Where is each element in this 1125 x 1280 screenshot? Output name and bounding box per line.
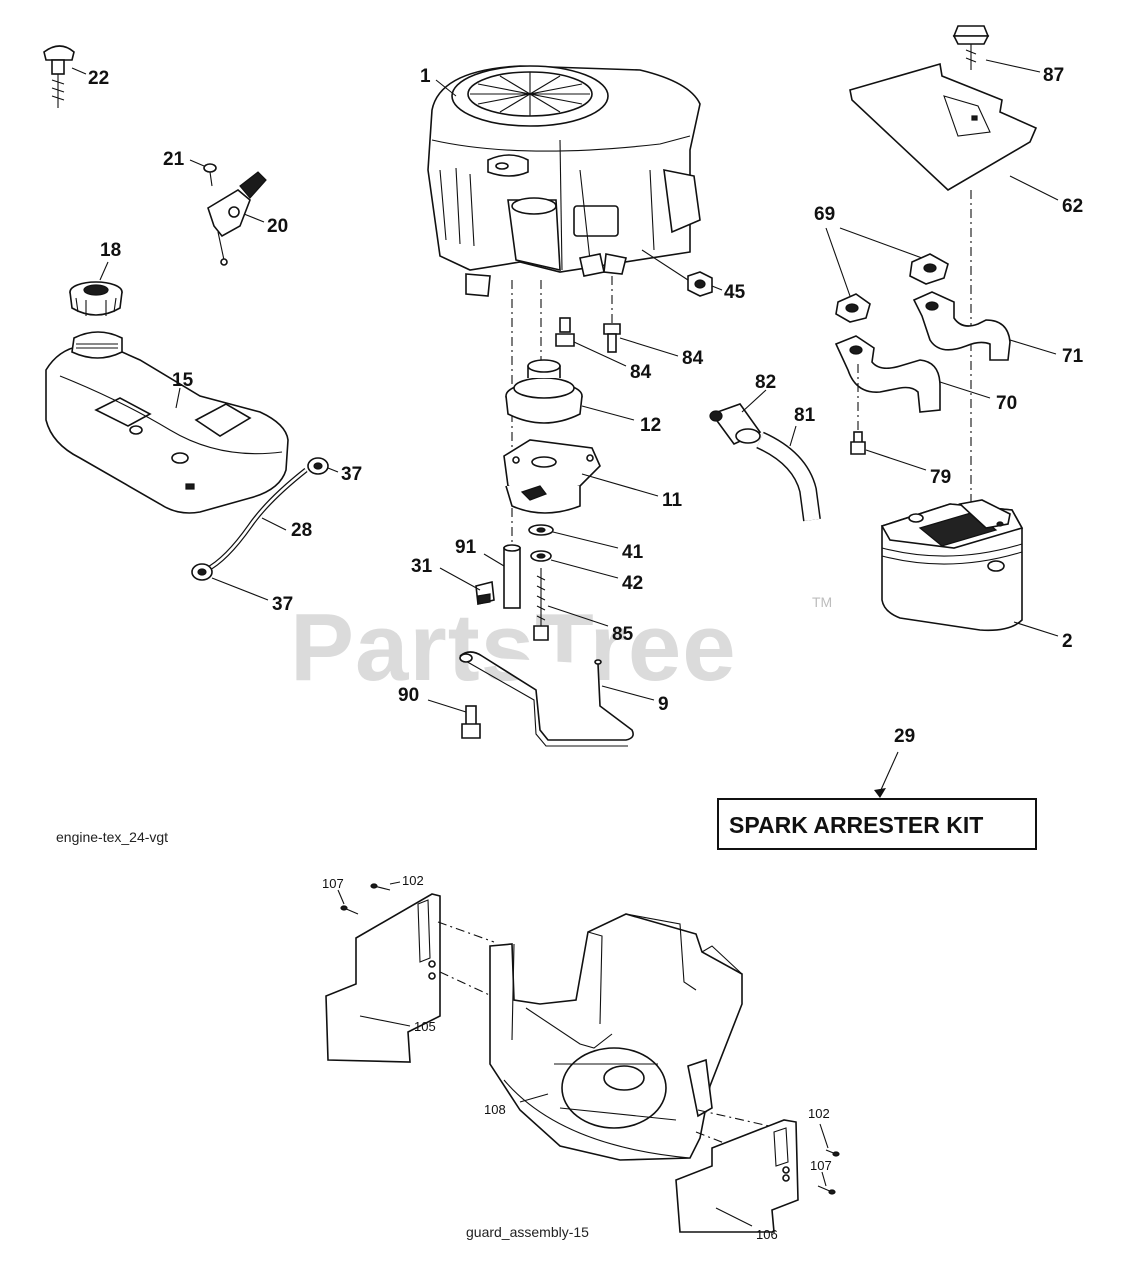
- callout-84-left: 84: [630, 362, 652, 383]
- part-87-screw[interactable]: [952, 25, 990, 70]
- watermark: PartsTree: [290, 594, 737, 701]
- part-108-main-guard[interactable]: [489, 913, 743, 1161]
- callout-91: 91: [455, 537, 477, 558]
- part-22-knob[interactable]: [43, 45, 75, 108]
- callout-102-left: 102: [402, 873, 424, 888]
- callout-29: 29: [894, 726, 915, 747]
- callout-28: 28: [291, 520, 312, 541]
- callout-42: 42: [622, 573, 643, 594]
- callout-107-left: 107: [322, 876, 344, 891]
- callout-84-right: 84: [682, 348, 704, 369]
- callout-70: 70: [996, 393, 1017, 414]
- callout-37-upper: 37: [341, 464, 362, 485]
- callout-41: 41: [622, 542, 644, 563]
- engine-section-caption: engine-tex_24-vgt: [56, 829, 168, 845]
- callout-69: 69: [814, 204, 835, 225]
- part-18-fuel-cap[interactable]: [69, 281, 123, 316]
- part-15-fuel-tank[interactable]: [45, 331, 289, 514]
- part-82-valve[interactable]: [709, 403, 762, 446]
- callout-90: 90: [398, 685, 419, 706]
- callout-85: 85: [612, 624, 634, 645]
- part-21-screw[interactable]: [203, 163, 217, 187]
- part-45-nut[interactable]: [687, 271, 713, 297]
- part-102-screw-right[interactable]: [825, 1149, 840, 1157]
- part-42-washer[interactable]: [530, 550, 552, 562]
- part-37-clamp-upper[interactable]: [307, 457, 329, 475]
- callout-105: 105: [414, 1019, 436, 1034]
- part-11-clutch[interactable]: [503, 439, 601, 514]
- callout-20: 20: [267, 216, 288, 237]
- callout-79: 79: [930, 467, 951, 488]
- callout-11: 11: [662, 490, 683, 511]
- part-9-bracket[interactable]: [459, 651, 634, 747]
- callout-107-right: 107: [810, 1158, 832, 1173]
- callout-37-lower: 37: [272, 594, 293, 615]
- callout-15: 15: [172, 370, 194, 391]
- part-91-spacer[interactable]: [503, 544, 521, 609]
- callout-9: 9: [658, 694, 669, 715]
- part-2-muffler[interactable]: [880, 499, 1024, 632]
- part-20-throttle-control[interactable]: [207, 171, 267, 266]
- part-31-clip[interactable]: [475, 581, 495, 605]
- callout-71: 71: [1062, 346, 1084, 367]
- part-1-engine[interactable]: [427, 65, 701, 297]
- part-62-heat-shield[interactable]: [849, 62, 1038, 191]
- callout-1: 1: [420, 66, 431, 87]
- part-90-bolt[interactable]: [461, 705, 481, 739]
- part-84-bolt-left[interactable]: [555, 317, 575, 347]
- part-106-guard-plate[interactable]: [675, 1119, 799, 1233]
- callout-21: 21: [163, 149, 185, 170]
- part-69-gasket-upper[interactable]: [909, 253, 949, 285]
- callout-22: 22: [88, 68, 109, 89]
- callout-87: 87: [1043, 65, 1064, 86]
- callout-12: 12: [640, 415, 661, 436]
- part-71-exhaust-pipe[interactable]: [912, 291, 1011, 361]
- guard-section-caption: guard_assembly-15: [466, 1224, 589, 1240]
- part-37-clamp-lower[interactable]: [191, 563, 213, 581]
- part-84-bolt-right[interactable]: [603, 323, 621, 353]
- part-85-bolt[interactable]: [533, 568, 549, 641]
- callout-31: 31: [411, 556, 433, 577]
- part-41-washer[interactable]: [528, 524, 554, 536]
- part-70-exhaust-pipe[interactable]: [834, 335, 941, 413]
- callout-82: 82: [755, 372, 776, 393]
- part-12-pulley[interactable]: [505, 359, 583, 424]
- part-107-screw-right[interactable]: [817, 1185, 836, 1195]
- part-79-bolt[interactable]: [850, 431, 866, 455]
- callout-62: 62: [1062, 196, 1083, 217]
- part-105-guard-plate[interactable]: [325, 893, 441, 1063]
- callout-18: 18: [100, 240, 121, 261]
- callout-102-right: 102: [808, 1106, 830, 1121]
- callout-81: 81: [794, 405, 816, 426]
- callout-45: 45: [724, 282, 746, 303]
- callout-108: 108: [484, 1102, 506, 1117]
- callout-106: 106: [756, 1227, 778, 1242]
- callout-2: 2: [1062, 631, 1073, 652]
- part-28-fuel-line[interactable]: [204, 468, 308, 573]
- watermark-trademark: TM: [812, 594, 832, 610]
- part-107-screw-left[interactable]: [340, 905, 359, 915]
- part-81-hose[interactable]: [756, 431, 821, 522]
- part-102-screw-left[interactable]: [370, 883, 391, 891]
- spark-arrester-kit-box[interactable]: SPARK ARRESTER KIT: [717, 798, 1037, 850]
- part-69-gasket-lower[interactable]: [835, 293, 871, 323]
- spark-arrester-kit-label: SPARK ARRESTER KIT: [729, 812, 983, 838]
